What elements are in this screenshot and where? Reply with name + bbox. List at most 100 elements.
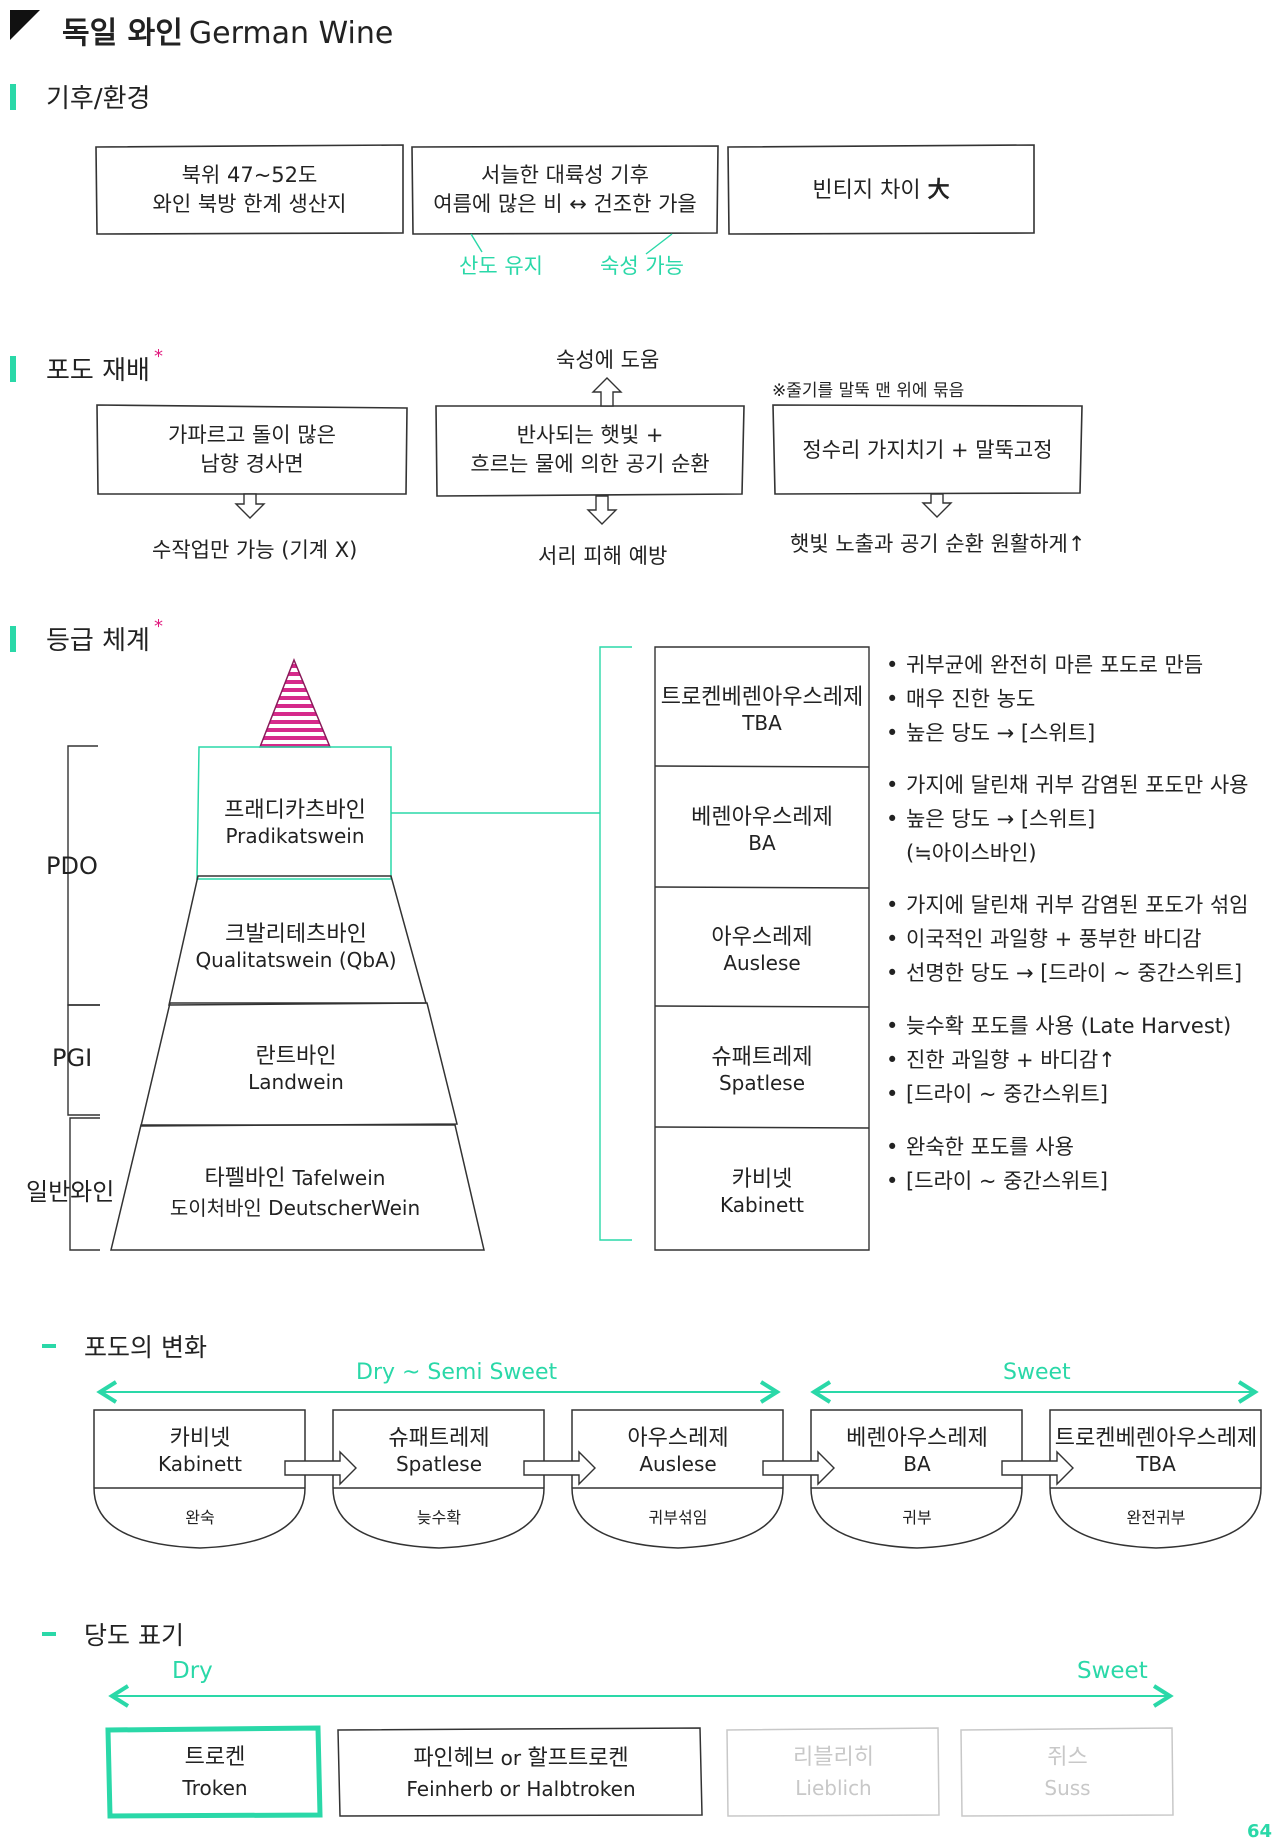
stage-shape-5 (1049, 1409, 1262, 1549)
note-aging-help: 숙성에 도움 (556, 348, 660, 372)
stage-shape-1 (93, 1409, 306, 1549)
desc-item: 선명한 당도 → [드라이 ~ 중간스위트] (884, 956, 1249, 990)
result-frost: 서리 피해 예방 (538, 544, 668, 568)
grade-ko: 카비넷 (731, 1167, 793, 1192)
level-ko: 리블리히 (793, 1745, 874, 1770)
title-triangle-icon (10, 10, 40, 40)
desc-item: 매우 진한 농도 (884, 682, 1203, 716)
sweet-level-suss: 쥐스 Suss (962, 1730, 1173, 1816)
subsection-marker (42, 1344, 56, 1348)
climate-box-1: 북위 47~52도 와인 북방 한계 생산지 (96, 146, 403, 234)
level-en: Troken (182, 1776, 248, 1800)
sweet-box-troken (105, 1725, 323, 1819)
cultivation-box-1: 가파르고 돌이 많은 남향 경사면 (97, 406, 407, 494)
desc-continuation: (≒아이스바인) (906, 841, 1037, 865)
note-acidity: 산도 유지 (459, 254, 543, 278)
stage-state: 완전귀부 (1126, 1508, 1186, 1527)
desc-item: [드라이 ~ 중간스위트] (884, 1164, 1108, 1198)
sweet-box-feinherb (337, 1727, 703, 1817)
cultivation-box-1-frame (96, 404, 408, 495)
stage-state: 귀부섞임 (648, 1508, 708, 1527)
stage-ko: 베렌아우스레제 (846, 1426, 988, 1451)
pyramid-label-tafelwein: 타펠바인 Tafelwein 도이처바인 DeutscherWein (150, 1160, 440, 1221)
level-ko-line: 파인헤브 or 할프트로켄 (413, 1743, 628, 1774)
grade-bracket (599, 646, 632, 1241)
pyramid-ko: 타펠바인 (204, 1166, 286, 1191)
axis-label-dry: Dry (172, 1658, 213, 1684)
section-title: 포도 재배 (46, 356, 150, 386)
section-cultivation-heading: 포도 재배* (10, 346, 163, 387)
desc-item: [드라이 ~ 중간스위트] (884, 1077, 1231, 1111)
pyramid-en: Landwein (248, 1070, 344, 1094)
arrow-up-2 (591, 377, 623, 407)
grade-ko: 아우스레제 (711, 925, 813, 950)
pyramid-label-landwein: 란트바인 Landwein (180, 1038, 412, 1094)
cultivation-box-3: 정수리 가지치기 + 말뚝고정 (773, 406, 1082, 494)
box-line: 와인 북방 한계 생산지 (152, 192, 347, 216)
grade-desc-spatlese: 늦수확 포도를 사용 (Late Harvest) 진한 과일향 + 바디감↑ … (884, 1009, 1231, 1111)
grade-en: Kabinett (720, 1193, 804, 1217)
level-ko2: 할프트로켄 (527, 1745, 629, 1771)
level-en: Lieblich (795, 1776, 872, 1800)
climate-box-2-frame (411, 145, 719, 235)
level-en: Feinherb or Halbtroken (406, 1776, 636, 1801)
section-classification-heading: 등급 체계* (10, 616, 163, 657)
star-mark: * (153, 616, 163, 637)
subsection-sweetness-heading: 당도 표기 (42, 1616, 184, 1652)
cultivation-box-2-frame (435, 405, 745, 497)
pyramid-label-pradikat: 프래디카츠바인 Pradikatswein (199, 792, 391, 848)
grade-en: Auslese (723, 951, 801, 975)
desc-item: 귀부균에 완전히 마른 포도로 만듬 (884, 648, 1203, 682)
subsection-marker (42, 1632, 56, 1636)
stage-ko: 슈패트레제 (388, 1426, 490, 1451)
sweet-box-lieblich (726, 1727, 940, 1817)
stage-shape-4 (810, 1409, 1023, 1549)
stage-shape-2 (332, 1409, 545, 1549)
pyramid-ko: 프래디카츠바인 (224, 798, 366, 823)
grade-cell-tba: 트로켄베렌아우스레제 TBA (655, 647, 869, 766)
stage-ko: 아우스레제 (627, 1426, 729, 1451)
subsection-title: 당도 표기 (84, 1621, 184, 1650)
label-pdo: PDO (46, 852, 98, 880)
box-line: 여름에 많은 비 ↔ 건조한 가을 (433, 192, 697, 216)
note-aging: 숙성 가능 (600, 254, 684, 278)
grade-cell-auslese: 아우스레제 Auslese (655, 888, 869, 1006)
stage-state: 귀부 (902, 1508, 932, 1527)
pyramid-tier-3 (140, 1002, 458, 1127)
grade-desc-auslese: 가지에 달린채 귀부 감염된 포도가 섞임 이국적인 과일향 + 풍부한 바디감… (884, 888, 1249, 990)
star-mark: * (153, 346, 163, 367)
bracket-pgi (67, 1004, 100, 1116)
stage-en: BA (903, 1452, 931, 1476)
section-marker (10, 355, 16, 382)
sweet-box-suss (960, 1727, 1174, 1817)
pyramid-en: Pradikatswein (225, 824, 365, 848)
grade-en: BA (748, 831, 776, 855)
axis-label-sweet: Sweet (1077, 1658, 1148, 1684)
title-korean: 독일 와인 (62, 16, 183, 51)
stage-shape-3 (571, 1409, 784, 1549)
box-line: 정수리 가지치기 + 말뚝고정 (802, 437, 1053, 462)
stage-arrow-2 (523, 1450, 596, 1486)
grade-desc-kabinett: 완숙한 포도를 사용 [드라이 ~ 중간스위트] (884, 1130, 1108, 1198)
grade-en: TBA (742, 710, 782, 735)
level-en: Suss (1044, 1776, 1091, 1800)
grade-desc-ba: 가지에 달린채 귀부 감염된 포도만 사용 높은 당도 → [스위트] (≒아이… (884, 768, 1249, 870)
subsection-grape-change-heading: 포도의 변화 (42, 1328, 207, 1364)
desc-item: 높은 당도 → [스위트] (884, 802, 1249, 836)
level-ko: 쥐스 (1047, 1745, 1088, 1770)
stage-ko: 카비넷 (169, 1426, 231, 1451)
arrow-down-1 (234, 493, 266, 519)
stage-state: 완숙 (185, 1508, 215, 1527)
sweet-level-troken: 트로켄 Troken (110, 1730, 320, 1816)
title-english: German Wine (188, 16, 394, 51)
box-line: 빈티지 차이 大 (812, 176, 949, 205)
desc-item: 높은 당도 → [스위트] (884, 716, 1203, 750)
desc-item: 늦수확 포도를 사용 (Late Harvest) (884, 1009, 1231, 1043)
section-title: 등급 체계 (46, 626, 150, 656)
subsection-title: 포도의 변화 (84, 1333, 207, 1362)
stage-arrow-1 (284, 1450, 357, 1486)
grade-table (654, 646, 870, 1251)
pyramid-line2: 도이처바인 DeutscherWein (169, 1196, 421, 1220)
